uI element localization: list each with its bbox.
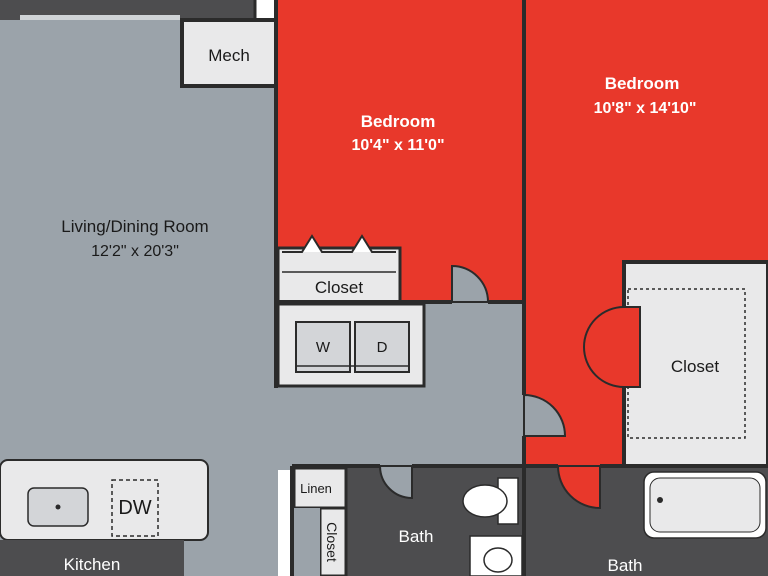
bath-1-label: Bath (399, 527, 434, 546)
closet-3-label: Closet (324, 522, 340, 562)
hall-nook (294, 508, 320, 576)
dryer-label: D (377, 339, 388, 356)
bathtub-basin (649, 477, 761, 533)
washer (295, 321, 351, 373)
bedroom-2-label: Bedroom (605, 74, 680, 93)
toilet-bowl (462, 484, 508, 518)
sliding-door (20, 15, 180, 20)
dryer (354, 321, 410, 373)
living-dining-dimensions: 12'2" x 20'3" (91, 243, 179, 260)
closet-1 (276, 246, 402, 304)
bath-1-door (378, 465, 413, 500)
closet-1-label: Closet (315, 278, 363, 297)
closet-2-label: Closet (671, 357, 719, 376)
washer-label: W (316, 339, 331, 356)
living-dining-label: Living/Dining Room (61, 217, 208, 236)
bedroom-1-dimensions: 10'4" x 11'0" (351, 137, 444, 154)
bedroom-1-door (451, 264, 490, 303)
linen-label: Linen (300, 481, 332, 496)
dishwasher-label: DW (118, 497, 151, 519)
bathtub-drain (657, 497, 663, 503)
kitchen-floor (0, 540, 184, 576)
kitchen-label: Kitchen (64, 555, 121, 574)
dishwasher (111, 479, 159, 537)
closet-1-bifold-door (282, 234, 396, 253)
bedroom-1-label: Bedroom (361, 112, 436, 131)
bath-1-sink (483, 547, 513, 573)
bath-2-label: Bath (608, 556, 643, 575)
mech-label: Mech (208, 46, 250, 65)
mech-room (180, 18, 280, 88)
kitchen-sink-drain (55, 504, 61, 510)
closet-2 (622, 260, 768, 470)
bedroom-2-door (523, 393, 567, 437)
bedroom-2-dimensions: 10'8" x 14'10" (594, 100, 697, 117)
closet-2-door (583, 306, 641, 388)
bath-2-door (556, 465, 601, 510)
